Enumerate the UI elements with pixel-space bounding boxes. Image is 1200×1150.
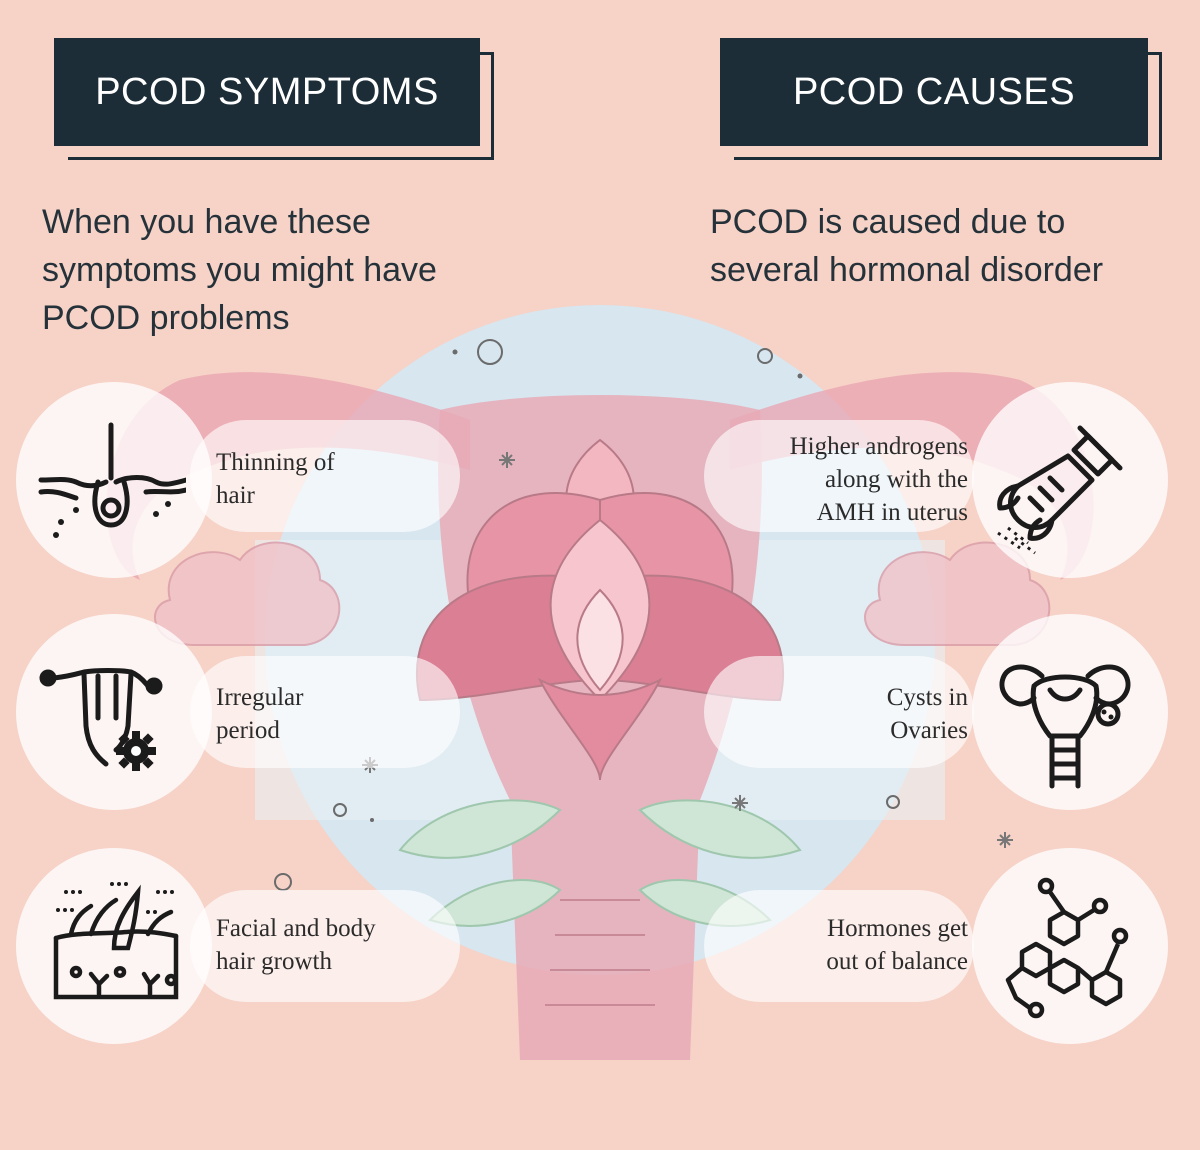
cause-label-1: Higher androgens along with the AMH in u… [790,430,968,529]
cause-label-line: AMH in uterus [816,499,968,526]
cause-label-2: Cysts in Ovaries [887,681,968,747]
cause-label-line: Hormones get [827,915,968,942]
uterus-gear-icon [39,668,163,771]
symptom-pill-1 [190,420,460,532]
cause-circle-3 [972,848,1168,1044]
symptom-label-1: Thinning of hair [216,446,335,512]
symptom-label-3: Facial and body hair growth [216,912,376,978]
causes-intro-line: several hormonal disorder [710,251,1104,289]
symptom-label-line: Irregular [216,684,304,711]
symptom-label-line: Facial and body [216,915,376,942]
cause-circle-1 [972,382,1168,578]
ovary-cyst-icon [999,664,1131,789]
cause-label-line: along with the [824,466,968,493]
symptom-pill-3 [190,890,460,1002]
hair-growth-skin-icon [53,882,179,1000]
symptom-label-line: Thinning of [216,449,335,476]
symptoms-intro-line: When you have these [42,203,371,241]
symptoms-title: PCOD SYMPTOMS [54,38,480,146]
hair-follicle-icon [38,422,186,538]
symptoms-title-text: PCOD SYMPTOMS [95,70,439,113]
cause-label-line: Higher androgens [789,433,968,460]
symptom-label-line: period [216,717,280,744]
molecule-icon [1005,877,1129,1019]
syringe-icon [997,425,1123,555]
symptoms-intro-line: symptoms you might have [42,251,437,289]
cause-label-line: Cysts in [886,684,968,711]
causes-intro: PCOD is caused due to several hormonal d… [710,198,1103,294]
symptom-label-2: Irregular period [216,681,303,747]
causes-title-text: PCOD CAUSES [792,70,1076,113]
cause-label-3: Hormones get out of balance [826,912,968,978]
cause-pill-2 [704,656,974,768]
symptom-label-line: hair growth [216,948,332,975]
symptoms-intro-line: PCOD problems [42,299,290,337]
causes-intro-line: PCOD is caused due to [710,203,1066,241]
cause-pill-3 [704,890,974,1002]
symptoms-intro: When you have these symptoms you might h… [42,198,437,342]
cause-label-line: out of balance [826,948,968,975]
causes-title: PCOD CAUSES [720,38,1148,146]
cause-pill-1 [704,420,974,532]
symptom-label-line: hair [216,482,255,509]
symptom-pill-2 [190,656,460,768]
cause-label-line: Ovaries [890,717,968,744]
